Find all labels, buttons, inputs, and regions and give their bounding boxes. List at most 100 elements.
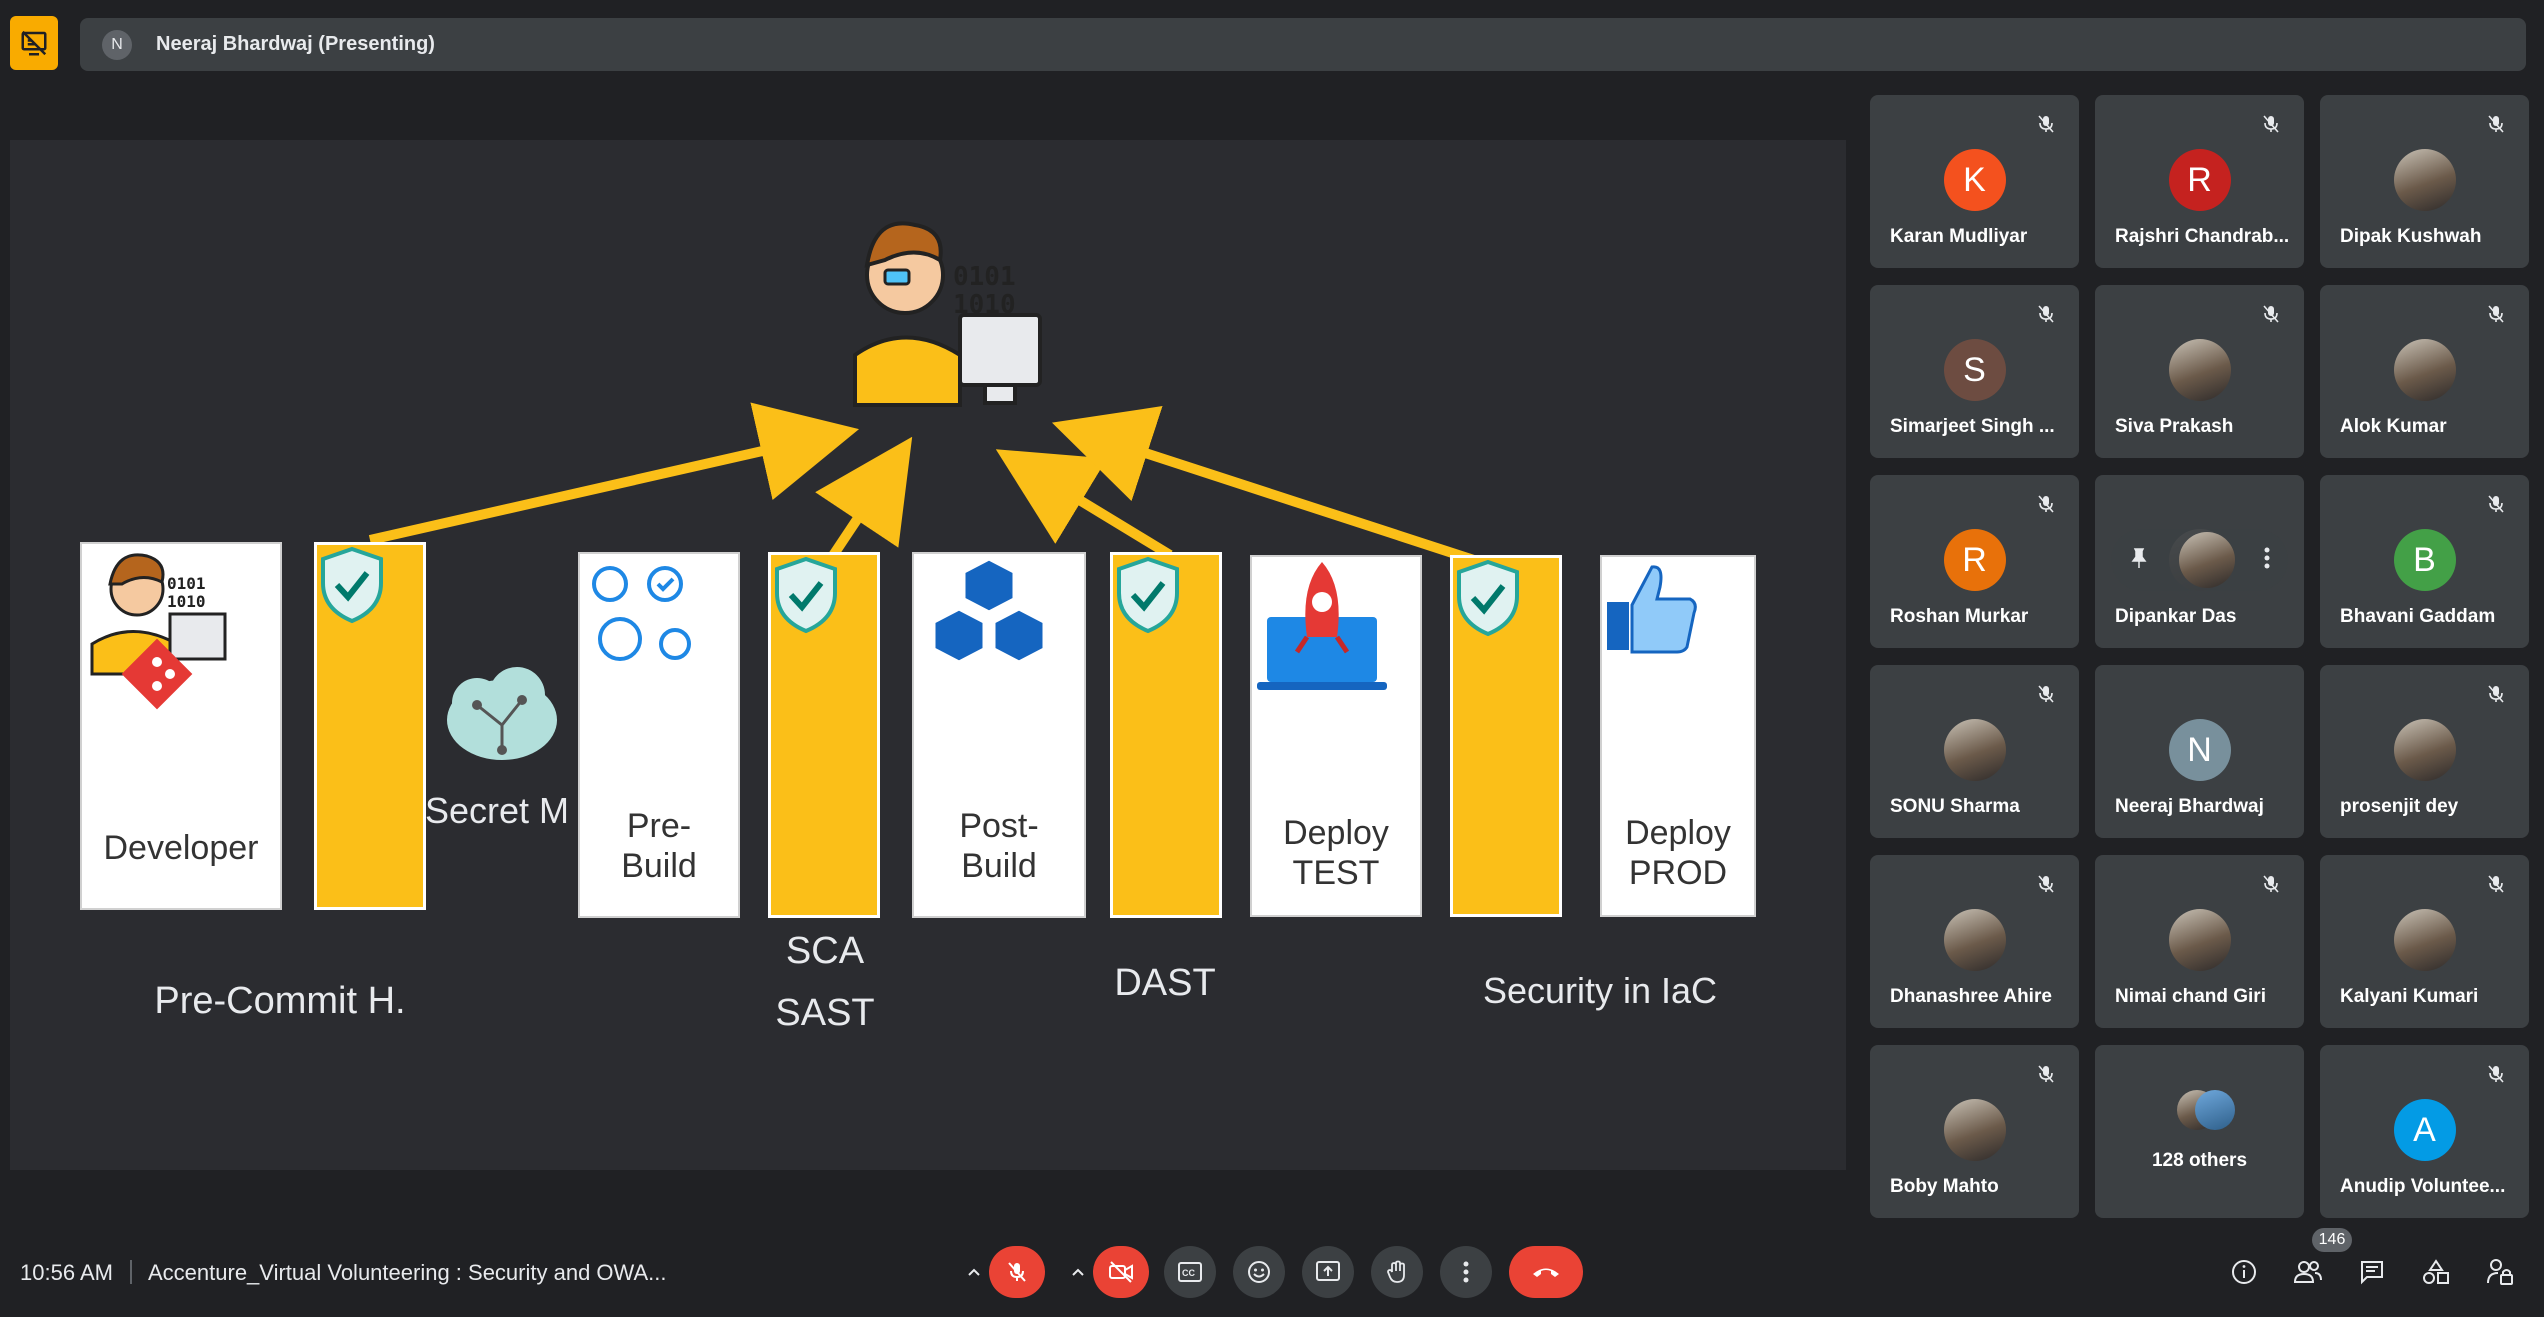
more-options-button[interactable] xyxy=(1440,1246,1492,1298)
activities-button[interactable] xyxy=(2418,1254,2454,1290)
prebuild-card: Pre- Build xyxy=(578,552,740,918)
presenter-avatar: N xyxy=(102,29,132,60)
participant-tile[interactable]: Kalyani Kumari xyxy=(2320,855,2529,1028)
chat-icon xyxy=(2361,1261,2383,1285)
mic-toggle-button[interactable] xyxy=(989,1246,1045,1298)
participant-tile[interactable]: Dipak Kushwah xyxy=(2320,95,2529,268)
gears-icon xyxy=(592,566,691,661)
participant-tile[interactable]: Siva Prakash xyxy=(2095,285,2304,458)
camera-options-button[interactable] xyxy=(1064,1258,1092,1286)
people-icon xyxy=(2293,1261,2322,1283)
arrows xyxy=(368,402,1482,567)
iac-gate xyxy=(1450,555,1562,917)
muted-mic-icon xyxy=(2485,1063,2507,1085)
developer-git-icon: 0101 1010 xyxy=(90,553,227,710)
precommit-gate xyxy=(314,542,426,910)
info-icon xyxy=(2232,1260,2256,1284)
postbuild-card: Post- Build xyxy=(912,552,1086,918)
camera-toggle-button[interactable] xyxy=(1093,1246,1149,1298)
muted-mic-icon xyxy=(2485,493,2507,515)
participant-name: Kalyani Kumari xyxy=(2340,986,2479,1007)
prebuild-label: Pre- Build xyxy=(621,807,697,885)
present-icon xyxy=(1316,1261,1340,1281)
participant-name: Rajshri Chandrab... xyxy=(2115,226,2290,247)
tile-hover-controls[interactable] xyxy=(2111,529,2288,591)
muted-mic-icon xyxy=(2485,113,2507,135)
chevron-up-icon xyxy=(968,1268,980,1276)
participant-tile[interactable]: Dipankar Das xyxy=(2095,475,2304,648)
rocket-icon xyxy=(1257,562,1387,690)
participant-tile[interactable]: R Roshan Murkar xyxy=(1870,475,2079,648)
participant-name: Dipak Kushwah xyxy=(2340,226,2482,247)
participant-name: Nimai chand Giri xyxy=(2115,986,2266,1007)
raise-hand-button[interactable] xyxy=(1371,1246,1423,1298)
footer-divider xyxy=(130,1260,132,1284)
muted-mic-icon xyxy=(2260,873,2282,895)
developer-card: 0101 1010 Developer xyxy=(80,542,282,910)
participant-name: Roshan Murkar xyxy=(1890,606,2029,627)
mic-off-icon xyxy=(1008,1262,1026,1282)
avatar: N xyxy=(2168,719,2231,781)
participant-tile[interactable]: SONU Sharma xyxy=(1870,665,2079,838)
postbuild-label: Post- Build xyxy=(959,807,1039,885)
avatar: R xyxy=(1943,529,2006,591)
muted-mic-icon xyxy=(2035,303,2057,325)
meeting-details-button[interactable] xyxy=(2226,1254,2262,1290)
host-controls-button[interactable] xyxy=(2482,1254,2518,1290)
chat-button[interactable] xyxy=(2354,1254,2390,1290)
reactions-button[interactable] xyxy=(1233,1246,1285,1298)
mic-options-button[interactable] xyxy=(960,1258,988,1286)
people-count-badge: 146 xyxy=(2312,1228,2352,1252)
muted-mic-icon xyxy=(2485,303,2507,325)
captions-button[interactable]: CC xyxy=(1164,1246,1216,1298)
participant-tile[interactable]: 128 others xyxy=(2095,1045,2304,1218)
participant-name: Simarjeet Singh ... xyxy=(1890,416,2055,437)
presenter-bar[interactable]: N Neeraj Bhardwaj (Presenting) xyxy=(80,18,2526,71)
more-vert-icon[interactable] xyxy=(2264,547,2270,574)
participant-name: Anudip Voluntee... xyxy=(2340,1176,2506,1197)
pipeline-arrows: 0101 1010 xyxy=(368,221,1482,567)
cubes-icon xyxy=(932,557,1046,664)
svg-text:CC: CC xyxy=(1182,1268,1195,1278)
more-vert-icon xyxy=(1463,1261,1469,1283)
pin-icon[interactable] xyxy=(2129,547,2149,574)
developer-label: Developer xyxy=(103,829,259,867)
sca-sast-label: SCA SAST xyxy=(775,930,875,1034)
participant-name: 128 others xyxy=(2151,1150,2248,1171)
deploy-test-label: Deploy TEST xyxy=(1283,814,1389,892)
muted-mic-icon xyxy=(2035,683,2057,705)
avatar xyxy=(2168,909,2231,971)
presentation-toggle-button[interactable] xyxy=(10,16,58,70)
sca-sast-gate xyxy=(768,552,880,918)
participant-tile[interactable]: prosenjit dey xyxy=(2320,665,2529,838)
leave-call-button[interactable] xyxy=(1509,1246,1583,1298)
svg-text:0101: 0101 xyxy=(167,574,206,593)
presenter-name: Neeraj Bhardwaj (Presenting) xyxy=(156,33,435,55)
muted-mic-icon xyxy=(2035,113,2057,135)
avatar xyxy=(2178,532,2235,588)
present-screen-button[interactable] xyxy=(1302,1246,1354,1298)
svg-text:0101: 0101 xyxy=(953,262,1016,292)
participant-tile[interactable]: Boby Mahto xyxy=(1870,1045,2079,1218)
participant-name: Dipankar Das xyxy=(2115,606,2237,627)
participant-tile[interactable]: Dhanashree Ahire xyxy=(1870,855,2079,1028)
avatar xyxy=(1943,909,2006,971)
participant-tile[interactable]: Alok Kumar xyxy=(2320,285,2529,458)
muted-mic-icon xyxy=(2035,493,2057,515)
participant-tile[interactable]: Nimai chand Giri xyxy=(2095,855,2304,1028)
shield-check-icon xyxy=(1457,559,1519,637)
avatar xyxy=(2168,339,2231,401)
muted-mic-icon xyxy=(2035,873,2057,895)
people-button[interactable] xyxy=(2290,1254,2326,1290)
meeting-title: Accenture_Virtual Volunteering : Securit… xyxy=(148,1260,667,1285)
avatar xyxy=(2393,909,2456,971)
captions-icon: CC xyxy=(1178,1262,1202,1282)
avatar xyxy=(2393,339,2456,401)
meeting-clock: 10:56 AM xyxy=(20,1260,113,1285)
